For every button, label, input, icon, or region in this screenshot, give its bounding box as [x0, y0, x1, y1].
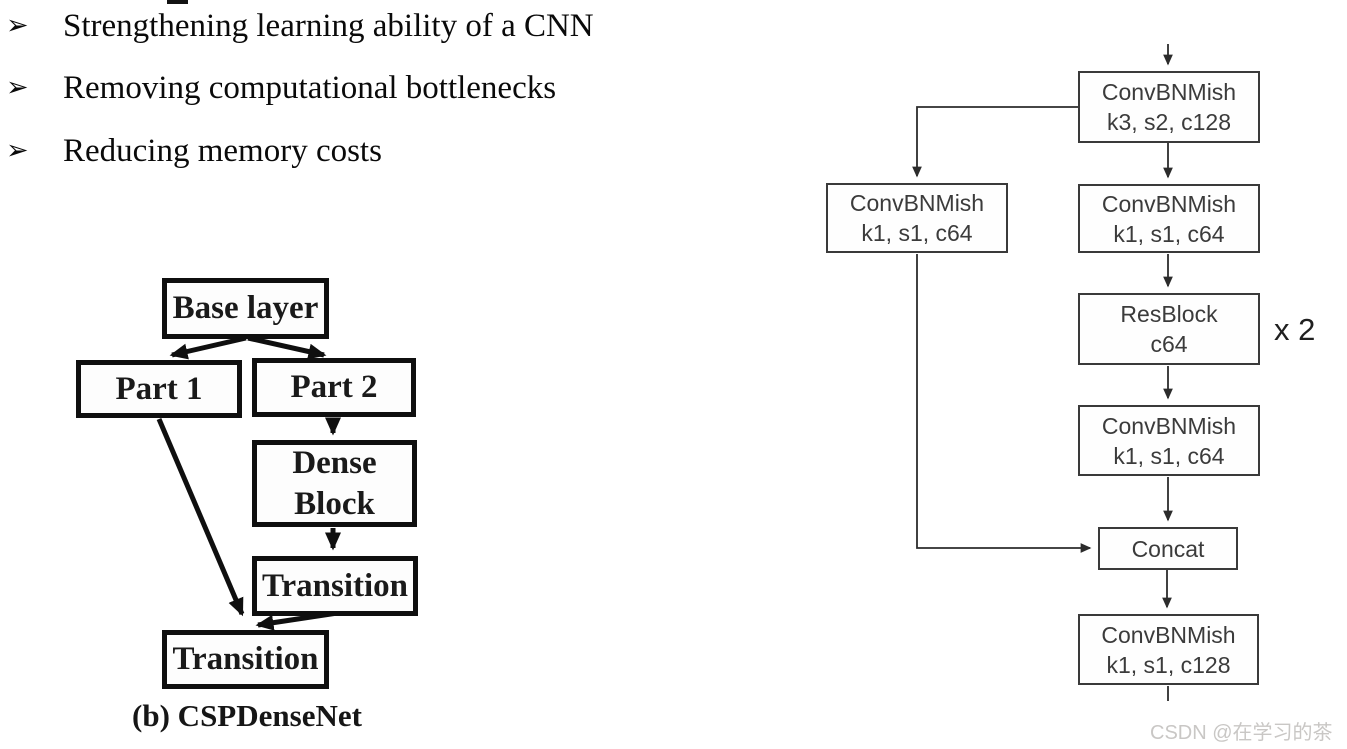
- edge-base-to-part2: [247, 335, 327, 360]
- node-convbnmish-k1s1c128: ConvBNMish k1, s1, c128: [1078, 614, 1259, 685]
- node-concat: Concat: [1098, 527, 1238, 570]
- node-resblock-c64: ResBlock c64: [1078, 293, 1260, 365]
- bullet-text: Reducing memory costs: [63, 133, 382, 169]
- bullet-item: ➢ Removing computational bottlenecks: [6, 70, 556, 106]
- node-convbnmish-k3s2c128: ConvBNMish k3, s2, c128: [1078, 71, 1260, 143]
- csdn-watermark: CSDN @在学习的茶: [1150, 722, 1333, 744]
- arrow-bullet-icon: ➢: [6, 135, 29, 166]
- edge-base-to-part1: [169, 335, 247, 360]
- bullet-text: Strengthening learning ability of a CNN: [63, 8, 594, 44]
- bullet-text: Removing computational bottlenecks: [63, 70, 557, 106]
- cropped-heading-artifact: [167, 0, 188, 4]
- arrow-bullet-icon: ➢: [6, 72, 29, 103]
- node-transition-2: Transition: [162, 630, 329, 689]
- bullet-item: ➢ Reducing memory costs: [6, 133, 382, 169]
- node-convbnmish-k1s1c64-a: ConvBNMish k1, s1, c64: [1078, 184, 1260, 253]
- node-transition-1: Transition: [252, 556, 418, 616]
- repeat-multiplier-label: x 2: [1274, 312, 1316, 347]
- edge-part1-to-transition2: [156, 418, 245, 617]
- node-base-layer: Base layer: [162, 278, 329, 339]
- node-part-2: Part 2: [252, 358, 416, 417]
- edge-shortcut-to-concat: [916, 254, 1092, 553]
- node-convbnmish-shortcut: ConvBNMish k1, s1, c64: [826, 183, 1008, 253]
- node-convbnmish-k1s1c64-b: ConvBNMish k1, s1, c64: [1078, 405, 1260, 476]
- diagram-caption: (b) CSPDenseNet: [132, 698, 362, 733]
- node-part-1: Part 1: [76, 360, 242, 418]
- arrow-bullet-icon: ➢: [6, 10, 29, 41]
- edge-conv1-to-shortcut: [912, 106, 1078, 178]
- node-dense-block: Dense Block: [252, 440, 417, 527]
- bullet-item: ➢ Strengthening learning ability of a CN…: [6, 8, 594, 44]
